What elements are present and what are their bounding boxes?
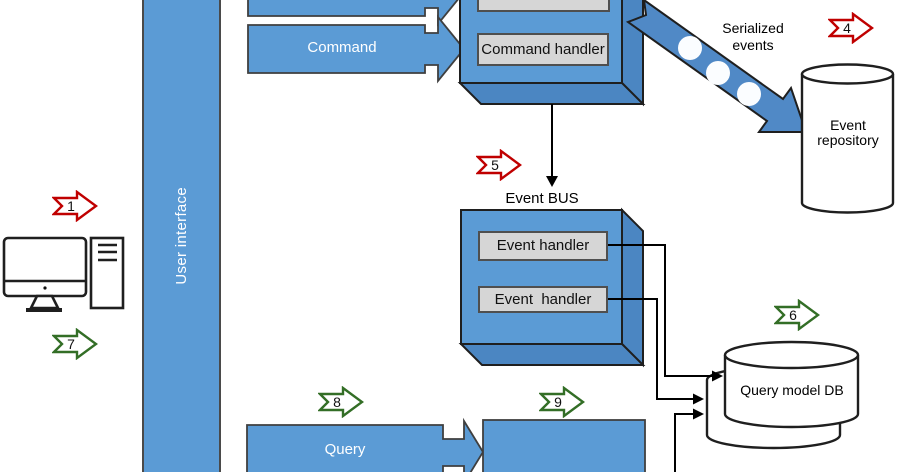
command-to-eventbus-arrowhead xyxy=(546,176,558,187)
step-number: 1 xyxy=(67,198,75,214)
client-computer-icon xyxy=(2,236,125,312)
serialized-events-label: Serialized events xyxy=(722,20,784,53)
command-handler-box-partial xyxy=(477,0,610,12)
command-to-eventbus-arrow xyxy=(546,104,558,187)
step-arrow-icon xyxy=(318,386,364,418)
serialized-events-pipe xyxy=(625,0,808,133)
step-arrow-icon xyxy=(539,386,585,418)
monitor-button xyxy=(43,286,47,290)
pipe-event-dot xyxy=(737,82,761,106)
event-handler-box-1: Event handler xyxy=(478,231,608,261)
query-to-db-arrowhead xyxy=(693,408,704,420)
event-bus-right-face xyxy=(621,207,644,368)
step-number: 4 xyxy=(843,20,851,36)
query-to-db-connector xyxy=(674,408,704,472)
event-repository-label: Event repository xyxy=(817,117,879,149)
step-arrow-icon xyxy=(52,190,98,222)
query-arrow-label: Query xyxy=(324,441,366,458)
step-arrow-icon xyxy=(774,299,820,331)
step-arrow-icon xyxy=(52,328,98,360)
query-model-db-label: Query model DB xyxy=(740,382,844,398)
eventhandler2-to-db-line xyxy=(608,298,695,400)
event-bus-bottom-face xyxy=(458,343,646,366)
command-arrow-label: Command xyxy=(307,39,377,56)
pipe-event-dot xyxy=(706,61,730,85)
event-handler-2-label: Event handler xyxy=(494,290,592,308)
query-model-db-cylinders xyxy=(705,340,860,450)
step-marker-6: 6 xyxy=(774,299,820,331)
user-interface-label: User interface xyxy=(173,187,190,285)
eventhandler1-to-db-connector xyxy=(608,244,723,382)
step-arrow-icon xyxy=(476,149,522,181)
event-handler-box-2: Event handler xyxy=(478,286,608,313)
step-marker-4: 4 xyxy=(828,12,874,44)
tower-outline xyxy=(89,236,125,310)
command-handler-label: Command handler xyxy=(481,40,605,58)
step-number: 9 xyxy=(554,394,562,410)
event-repository-body xyxy=(800,74,895,214)
eventhandler2-to-db-arrowhead xyxy=(693,393,704,405)
query-db-front-top xyxy=(723,340,860,370)
eventhandler1-to-db-arrowhead xyxy=(712,370,723,382)
step-arrow-icon xyxy=(828,12,874,44)
step-marker-7: 7 xyxy=(52,328,98,360)
query-to-db-line xyxy=(674,413,695,472)
step-marker-1: 1 xyxy=(52,190,98,222)
command-handler-box: Command handler xyxy=(477,33,609,66)
pipe-event-dot xyxy=(678,36,702,60)
step-number: 6 xyxy=(789,307,797,323)
step-number: 7 xyxy=(67,336,75,352)
step-number: 8 xyxy=(333,394,341,410)
event-handler-1-label: Event handler xyxy=(496,237,590,255)
command-bus-bottom-face xyxy=(457,82,646,105)
step-number: 5 xyxy=(491,157,499,173)
event-repository-top xyxy=(800,63,895,85)
command-arrow-top-partial xyxy=(247,0,459,27)
command-arrow-shape xyxy=(247,14,466,84)
event-repository-cylinder xyxy=(800,63,895,214)
query-arrow-shape xyxy=(246,417,485,472)
step-marker-5: 5 xyxy=(476,149,522,181)
user-interface-bar: User interface xyxy=(142,0,221,472)
query-handler-box xyxy=(482,419,646,472)
step-marker-8: 8 xyxy=(318,386,364,418)
eventhandler2-to-db-connector xyxy=(608,298,704,405)
monitor-stand xyxy=(28,294,61,310)
step-marker-9: 9 xyxy=(539,386,585,418)
query-db-front-body xyxy=(723,355,860,429)
event-bus-title: Event BUS xyxy=(505,190,579,207)
eventhandler1-to-db-line xyxy=(608,244,714,377)
